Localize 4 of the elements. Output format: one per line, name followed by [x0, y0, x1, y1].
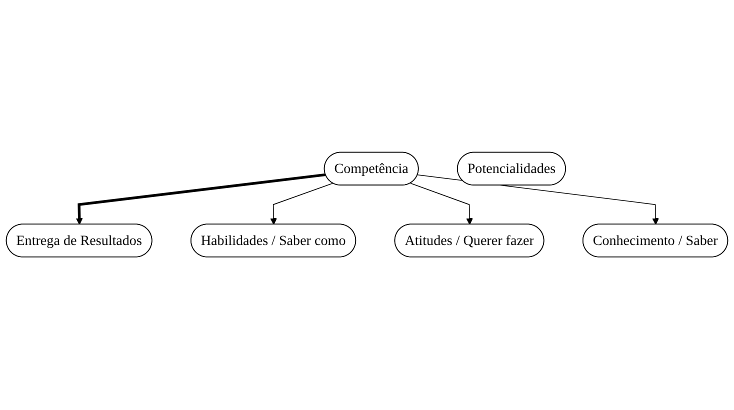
arrow [270, 183, 334, 226]
arrow [76, 174, 326, 226]
arrow [410, 183, 473, 226]
arrow [417, 174, 660, 226]
